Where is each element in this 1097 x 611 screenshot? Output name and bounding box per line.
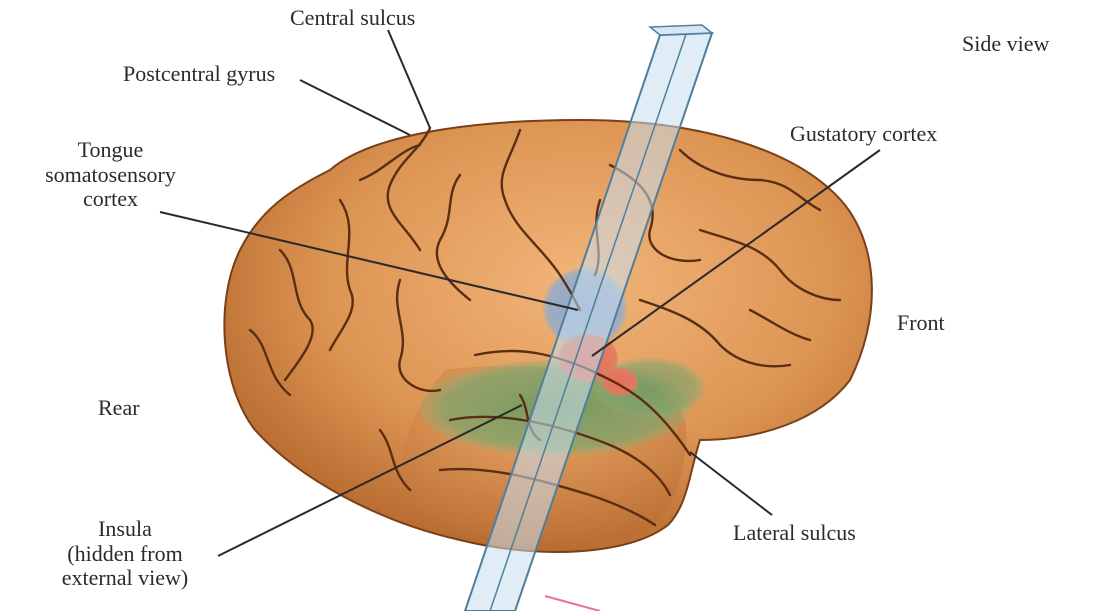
label-tongue-line-1: Tongue bbox=[8, 138, 213, 163]
label-tongue-line-3: cortex bbox=[8, 187, 213, 212]
label-postcentral-gyrus: Postcentral gyrus bbox=[123, 62, 275, 87]
leader-lateral-sulcus bbox=[690, 452, 772, 515]
label-tongue-somatosensory-cortex: Tongue somatosensory cortex bbox=[8, 138, 213, 212]
label-rear: Rear bbox=[98, 396, 140, 421]
pink-marker-line bbox=[545, 596, 600, 611]
label-tongue-line-2: somatosensory bbox=[8, 163, 213, 188]
label-gustatory-cortex: Gustatory cortex bbox=[790, 122, 937, 147]
label-insula-line-1: Insula bbox=[20, 517, 230, 542]
label-lateral-sulcus: Lateral sulcus bbox=[733, 521, 856, 546]
label-front: Front bbox=[897, 311, 945, 336]
leader-postcentral-gyrus bbox=[300, 80, 410, 135]
label-insula-line-2: (hidden from bbox=[20, 542, 230, 567]
label-insula: Insula (hidden from external view) bbox=[20, 517, 230, 591]
leader-central-sulcus bbox=[388, 30, 430, 128]
label-central-sulcus: Central sulcus bbox=[290, 6, 415, 31]
label-side-view: Side view bbox=[962, 32, 1049, 57]
label-insula-line-3: external view) bbox=[20, 566, 230, 591]
